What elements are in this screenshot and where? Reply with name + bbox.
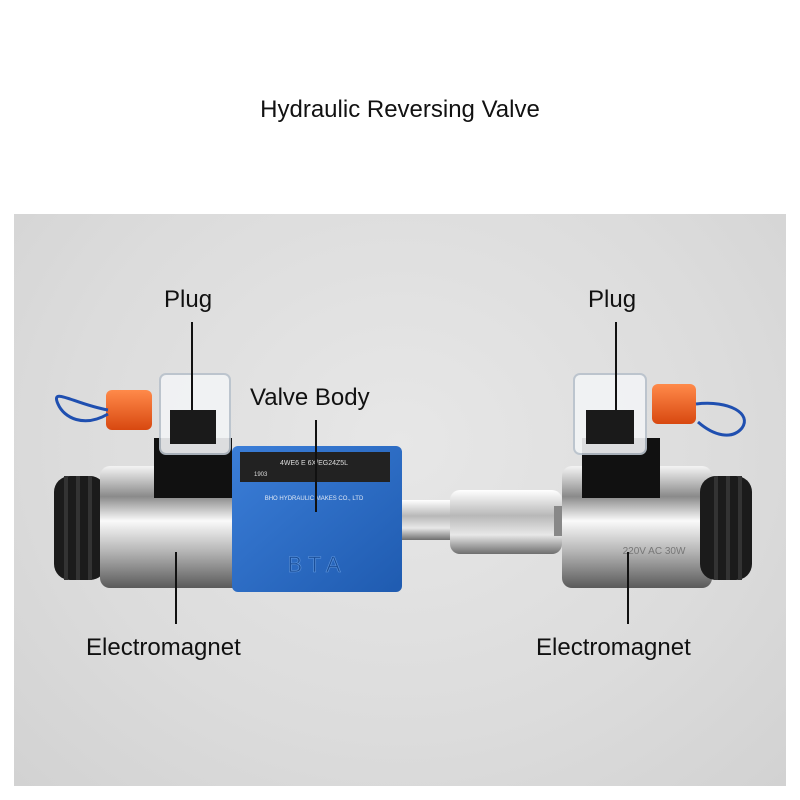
page-title: Hydraulic Reversing Valve — [260, 96, 540, 123]
valve-photo: 4WE6 E 6X/EG24Z5L 1903 BHO HYDRAULIC MAK… — [14, 214, 786, 786]
electromagnet-left-leader — [175, 552, 177, 624]
coil-rating-text: 220V AC 30W — [623, 546, 686, 557]
electromagnet-right-leader — [627, 552, 629, 624]
connecting-rod — [402, 490, 572, 554]
nameplate-text-2: 1903 — [254, 472, 268, 478]
brand-text: B T A — [287, 552, 340, 577]
plug-right-leader — [615, 322, 617, 410]
nameplate-maker: BHO HYDRAULIC MAKES CO., LTD — [265, 496, 364, 502]
nameplate-text-1: 4WE6 E 6X/EG24Z5L — [280, 460, 348, 467]
plug-left-leader — [191, 322, 193, 410]
plug-right-label: Plug — [588, 286, 637, 313]
left-plug — [55, 373, 232, 498]
valve-body-label: Valve Body — [250, 384, 370, 411]
valve-illustration: 4WE6 E 6X/EG24Z5L 1903 BHO HYDRAULIC MAK… — [54, 373, 752, 592]
plug-left-label: Plug — [164, 286, 213, 313]
valve-body: 4WE6 E 6X/EG24Z5L 1903 BHO HYDRAULIC MAK… — [232, 446, 402, 592]
right-plug — [573, 373, 746, 498]
electromagnet-right-label: Electromagnet — [536, 634, 691, 661]
right-end-knob — [700, 476, 752, 580]
left-end-knob — [54, 476, 106, 580]
valve-body-leader — [315, 420, 317, 512]
electromagnet-left-label: Electromagnet — [86, 634, 241, 661]
